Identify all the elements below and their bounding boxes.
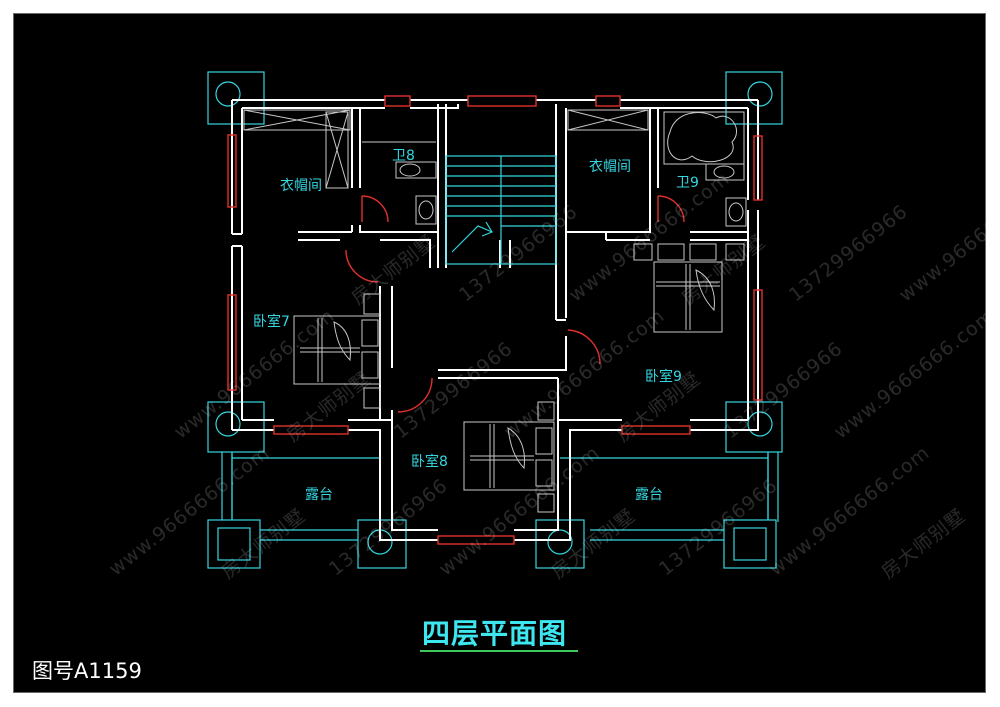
staircase: [445, 155, 557, 265]
windows: [227, 95, 763, 545]
room-label-terrace-right: 露台: [635, 487, 663, 503]
beds: [293, 243, 745, 513]
room-label-bath9: 卫9: [676, 175, 699, 191]
drawing-title: 四层平面图: [422, 617, 568, 650]
room-label-bedroom7: 卧室7: [253, 314, 290, 330]
bathroom-fixtures: [362, 111, 747, 227]
room-label-bedroom8: 卧室8: [411, 454, 448, 470]
room-label-terrace-left: 露台: [305, 487, 333, 503]
columns: [207, 71, 783, 569]
drawing-number: 图号A1159: [32, 659, 142, 683]
room-label-bedroom9: 卧室9: [645, 369, 682, 385]
wardrobes: [243, 109, 649, 189]
exterior-walls: [231, 99, 759, 541]
room-label-wardrobe-left: 衣帽间: [280, 178, 322, 194]
title-underline: [420, 650, 578, 652]
door-swings: [345, 195, 685, 413]
cad-canvas: [13, 13, 986, 693]
room-label-wardrobe-right: 衣帽间: [589, 159, 631, 175]
room-label-bath8: 卫8: [392, 148, 415, 164]
